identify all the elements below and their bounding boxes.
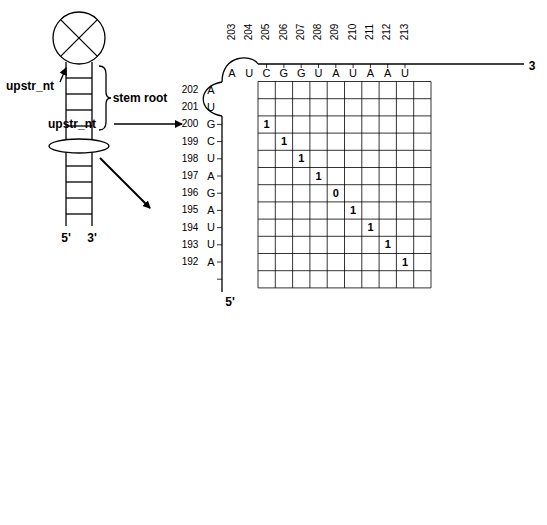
grid-line [217, 279, 222, 280]
position-number: 205 [262, 24, 272, 41]
position-number: 211 [365, 24, 375, 40]
grid-line [258, 167, 431, 168]
grid-line [217, 176, 222, 177]
pointer-label: upstr_nt [48, 118, 96, 130]
grid-line [258, 98, 431, 99]
position-number: 203 [227, 24, 237, 41]
nucleotide-letter: U [245, 68, 253, 79]
grid-line [217, 210, 222, 211]
position-number: 213 [400, 24, 410, 41]
cell-value: 1 [385, 239, 391, 250]
grid-line [258, 270, 431, 271]
position-number: 199 [182, 137, 199, 147]
grid-line [258, 81, 431, 82]
region-label: stem root [113, 92, 168, 104]
nucleotide-letter: U [401, 68, 409, 79]
position-number: 206 [279, 24, 289, 41]
nucleotide-letter: U [207, 102, 215, 113]
position-number: 195 [182, 205, 199, 215]
nucleotide-letter: G [297, 68, 306, 79]
nucleotide-letter: U [207, 153, 215, 164]
grid-line [258, 253, 431, 254]
strand-end-label: 5' [61, 232, 71, 244]
grid-line [258, 115, 431, 116]
strand-end-label: 5' [225, 296, 235, 308]
nucleotide-letter: G [207, 119, 216, 130]
grid-line [258, 184, 431, 185]
position-number: 194 [182, 223, 199, 233]
cell-value: 1 [315, 171, 321, 182]
nucleotide-letter: A [332, 68, 339, 79]
nucleotide-letter: U [207, 239, 215, 250]
nucleotide-letter: A [207, 171, 214, 182]
nucleotide-letter: A [207, 257, 214, 268]
cell-value: 1 [298, 153, 304, 164]
grid-line [217, 193, 222, 194]
cell-value: 1 [264, 119, 270, 130]
grid-line [217, 124, 222, 125]
grid-line [258, 133, 431, 134]
cell-value: 1 [402, 257, 408, 268]
nucleotide-letter: C [207, 136, 215, 147]
cell-value: 0 [333, 188, 339, 199]
position-number: 202 [182, 85, 199, 95]
position-number: 209 [331, 24, 341, 41]
grid-line [258, 287, 431, 288]
pointer-label: upstr_nt [6, 80, 54, 92]
grid-line [258, 236, 431, 237]
position-number: 207 [296, 24, 306, 41]
strand-end-label: 3' [87, 232, 97, 244]
nucleotide-letter: U [349, 68, 357, 79]
position-number: 201 [182, 102, 199, 112]
position-number: 208 [314, 24, 324, 41]
position-number: 200 [182, 119, 199, 129]
nucleotide-letter: U [315, 68, 323, 79]
cell-value: 1 [281, 136, 287, 147]
nucleotide-letter: G [207, 188, 216, 199]
nucleotide-letter: A [384, 68, 391, 79]
position-number: 193 [182, 240, 199, 250]
strand-end-label: 3 [529, 60, 536, 72]
nucleotide-letter: A [367, 68, 374, 79]
grid-line [217, 244, 222, 245]
grid-line [217, 227, 222, 228]
nucleotide-letter: C [263, 68, 271, 79]
grid-line [217, 141, 222, 142]
grid-line [258, 150, 431, 151]
position-number: 192 [182, 257, 199, 267]
grid-line [217, 262, 222, 263]
grid-line [258, 219, 431, 220]
nucleotide-letter: A [207, 85, 214, 96]
nucleotide-letter: A [228, 68, 235, 79]
grid-line [217, 158, 222, 159]
position-number: 197 [182, 171, 199, 181]
cell-value: 1 [367, 222, 373, 233]
nucleotide-letter: U [207, 222, 215, 233]
nucleotide-letter: G [280, 68, 289, 79]
position-number: 212 [383, 24, 393, 41]
nucleotide-letter: A [207, 205, 214, 216]
grid-line [258, 201, 431, 202]
position-number: 210 [348, 24, 358, 41]
cell-value: 1 [350, 205, 356, 216]
position-number: 198 [182, 154, 199, 164]
position-number: 204 [244, 24, 254, 41]
position-number: 196 [182, 188, 199, 198]
